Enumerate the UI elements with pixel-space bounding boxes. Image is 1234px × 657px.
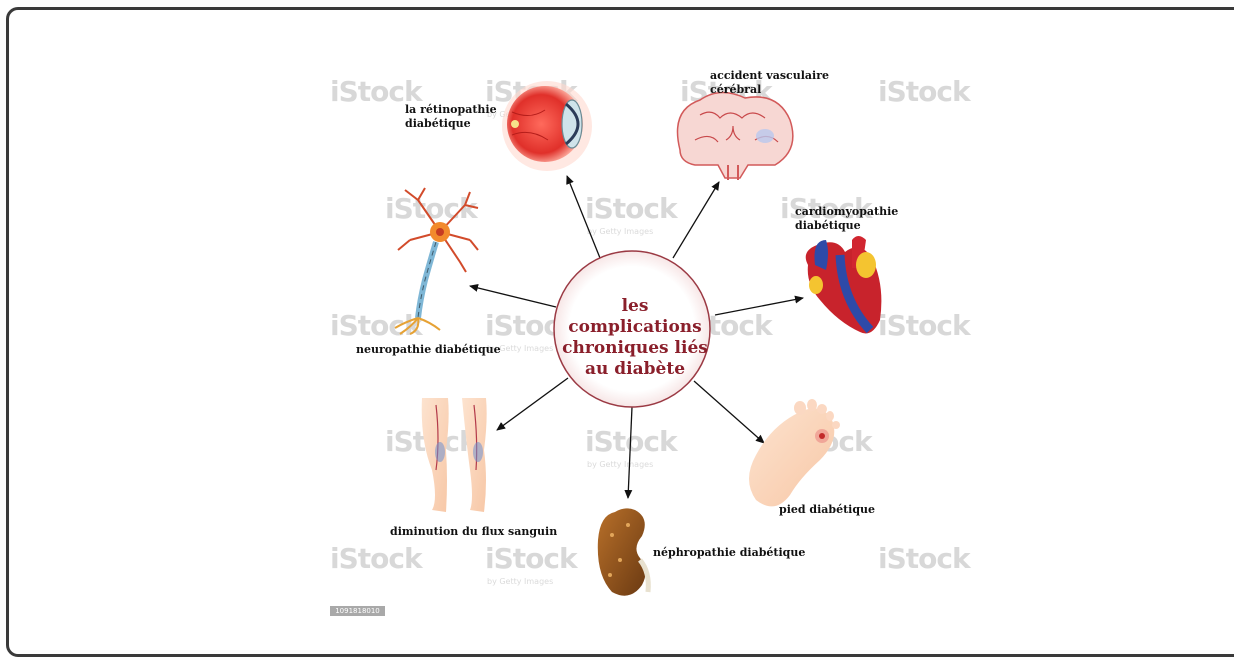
label-retinopathy: la rétinopathie diabétique <box>405 103 497 131</box>
arrow-to-foot <box>694 381 764 443</box>
brain-icon <box>678 92 793 180</box>
neuron-icon <box>395 188 478 334</box>
legs-icon <box>422 398 487 512</box>
label-foot: pied diabétique <box>779 503 875 517</box>
arrow-to-nephropathy <box>628 407 632 498</box>
label-blood-flow: diminution du flux sanguin <box>390 525 557 539</box>
eye-icon <box>502 81 592 171</box>
arrow-to-stroke <box>673 182 719 258</box>
arrow-to-neuropathy <box>470 286 556 307</box>
label-stroke: accident vasculaire cérébral <box>710 69 829 97</box>
kidney-icon <box>598 508 649 595</box>
heart-icon <box>806 236 882 334</box>
label-cardiomyopathy: cardiomyopathie diabétique <box>795 205 898 233</box>
label-neuropathy: neuropathie diabétique <box>356 343 501 357</box>
arrow-to-retinopathy <box>567 176 600 258</box>
arrow-to-cardiomyopathy <box>715 298 803 315</box>
label-nephropathy: néphropathie diabétique <box>653 546 805 560</box>
arrow-to-blood-flow <box>497 378 568 430</box>
foot-icon <box>749 399 840 506</box>
central-title: les complications chroniques liés au dia… <box>555 296 715 380</box>
stock-id-badge: 1091818010 <box>330 606 385 616</box>
